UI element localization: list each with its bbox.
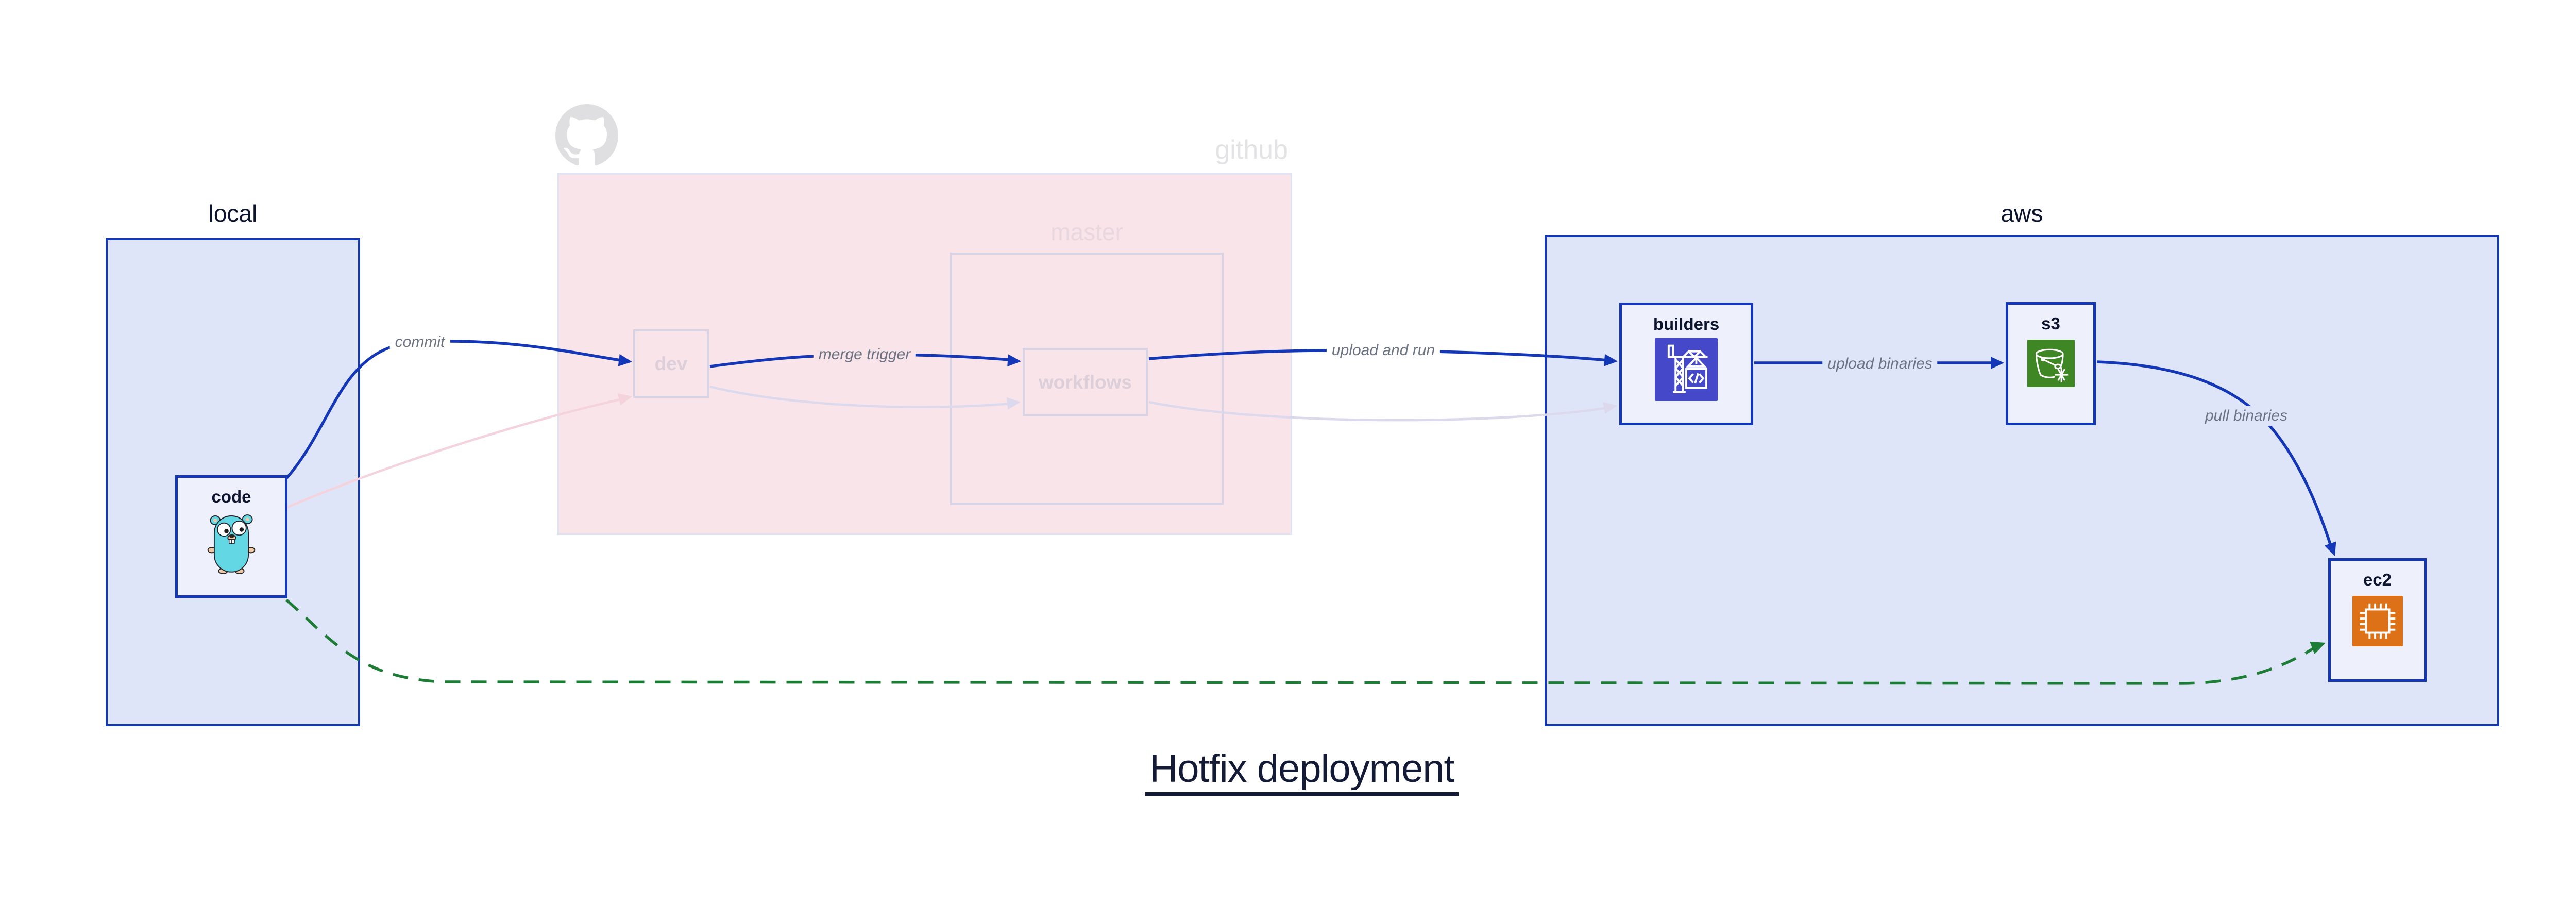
edge-label-pull-binaries: pull binaries: [2199, 406, 2293, 426]
arrowhead-upload-binaries: [1991, 357, 2004, 369]
node-builders-label: builders: [1653, 314, 1720, 333]
ghost-arrowhead-builders: [1603, 402, 1617, 414]
ghost-arrowhead-workflows: [1006, 397, 1021, 410]
edge-hotfix-dashed-line: [285, 598, 2318, 685]
local-container-label: local: [208, 200, 258, 227]
node-dev-label: dev: [654, 353, 688, 374]
node-s3-label: s3: [2041, 314, 2060, 333]
arrowhead-merge-trigger: [1007, 354, 1021, 367]
ghost-edge-workflows-to-builders: [1148, 400, 1612, 422]
ghost-arrowhead-dev: [617, 393, 632, 406]
ghost-edge-code-to-dev: [287, 396, 628, 509]
s3-glacier-bucket-icon: [2027, 340, 2075, 387]
octocat-github-icon: [555, 104, 618, 165]
edge-pull-binaries-line: [2096, 360, 2334, 551]
node-dev: dev: [633, 329, 709, 398]
arrowhead-pull-binaries: [2324, 541, 2336, 556]
ghost-edge-dev-to-workflows: [709, 385, 1016, 408]
node-workflows-label: workflows: [1039, 371, 1132, 393]
arrowhead-hotfix: [2310, 641, 2326, 655]
master-branch-box: [950, 253, 1224, 505]
node-s3: s3: [2006, 302, 2096, 425]
edge-label-upload-and-run: upload and run: [1326, 341, 1440, 360]
edge-label-upload-binaries: upload binaries: [1822, 354, 1938, 374]
arrowhead-commit: [618, 354, 632, 366]
diagram-title-row: Hotfix deployment: [0, 746, 2576, 796]
node-builders: builders: [1619, 303, 1753, 425]
aws-container-label: aws: [2001, 200, 2043, 227]
github-container-label: github: [1215, 135, 1288, 165]
codebuild-crane-icon: [1655, 338, 1718, 401]
edge-label-merge-trigger: merge trigger: [813, 345, 916, 364]
diagram-title: Hotfix deployment: [1145, 746, 1459, 796]
node-ec2: ec2: [2328, 558, 2427, 682]
edge-label-commit: commit: [389, 332, 450, 352]
arrowhead-upload-and-run: [1604, 354, 1618, 366]
gopher-icon: [207, 514, 256, 574]
ec2-chip-icon: [2352, 596, 2403, 646]
node-code-label: code: [211, 487, 251, 506]
master-branch-label: master: [1050, 219, 1123, 245]
node-code: code: [175, 475, 287, 598]
node-ec2-label: ec2: [2363, 570, 2392, 589]
node-workflows: workflows: [1023, 348, 1148, 416]
